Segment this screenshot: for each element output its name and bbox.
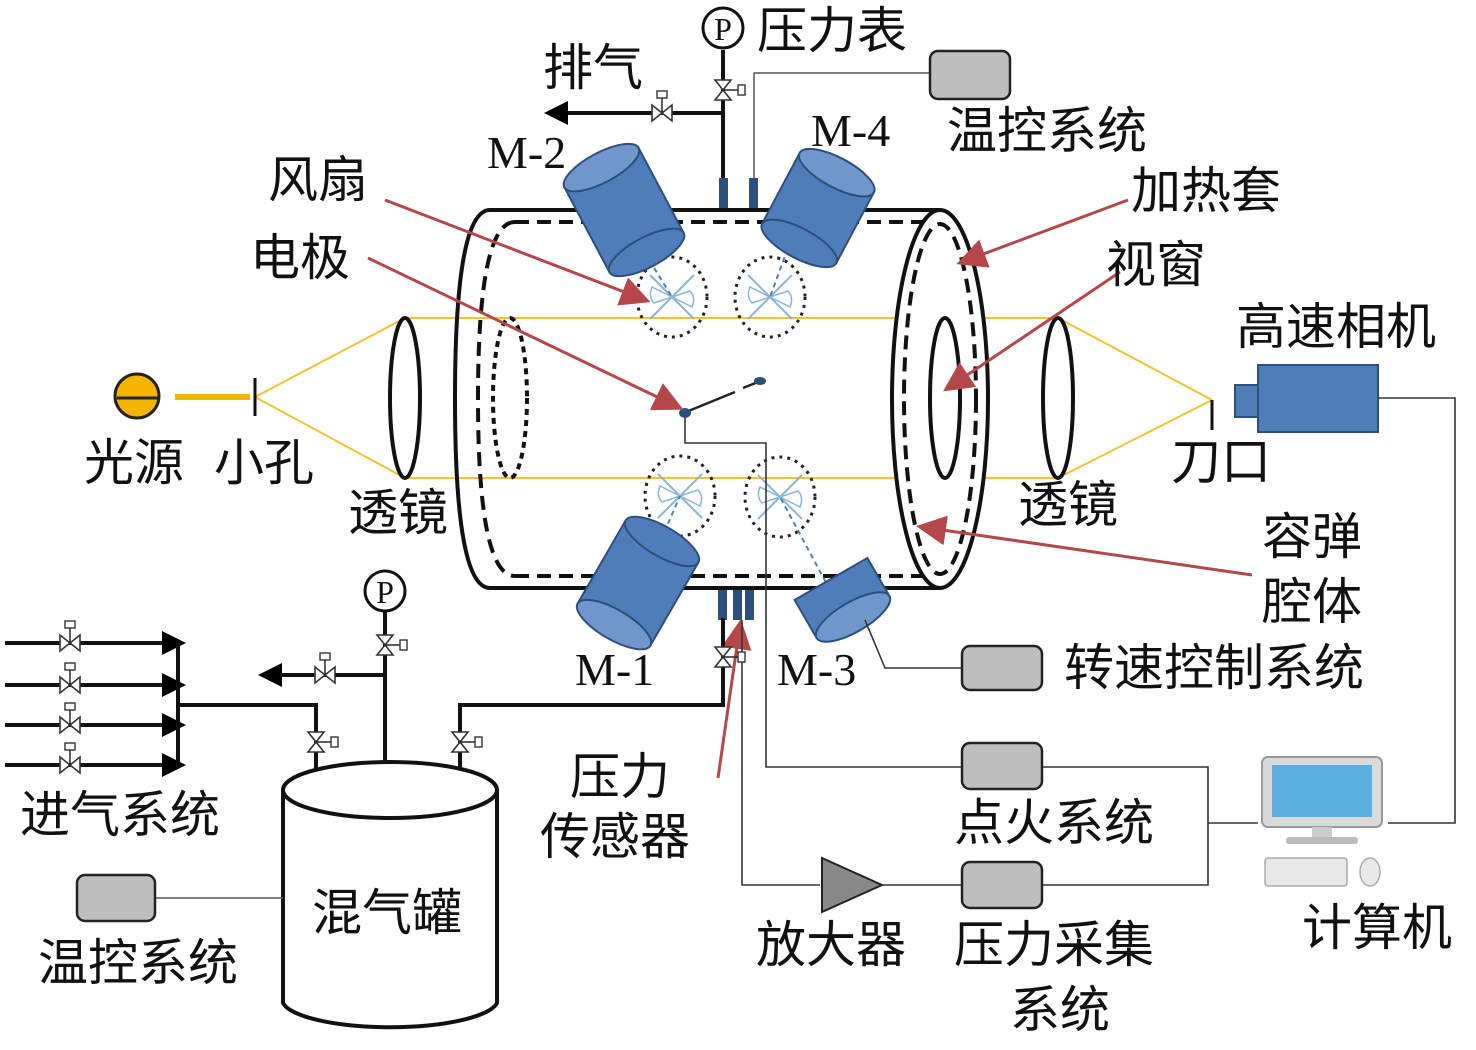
pressure-gauge-icon: P (701, 6, 745, 50)
electrode-icon (679, 377, 766, 418)
valve-icon (314, 652, 336, 684)
valve-icon (714, 646, 746, 668)
temp-control-box-top (928, 49, 1012, 101)
ignition-system-label: 点火系统 (954, 794, 1154, 852)
temp-control-wire-top (753, 72, 930, 178)
bottom-port (718, 590, 727, 620)
mixing-tank-label: 混气罐 (312, 884, 462, 942)
gauge-symbol: P (714, 11, 732, 47)
bottom-port (745, 590, 754, 620)
valve-icon (59, 742, 81, 774)
valve-icon (59, 702, 81, 734)
gauge-symbol: P (376, 574, 394, 610)
motor-label-m1: M-1 (575, 644, 655, 695)
ignition-box (960, 741, 1044, 791)
valve-icon (451, 731, 483, 753)
speed-control-box (960, 644, 1044, 692)
pressure-acq-label-line2: 系统 (1010, 981, 1110, 1039)
vessel-label-line2: 腔体 (1262, 573, 1362, 631)
pressure-gauge-label: 压力表 (757, 2, 907, 60)
temp-control-label-bottom: 温控系统 (38, 934, 238, 992)
motor-label-m4: M-4 (811, 105, 891, 156)
intake-system-label: 进气系统 (20, 786, 220, 844)
heating-jacket-label: 加热套 (1131, 162, 1281, 220)
amplifier-label: 放大器 (756, 916, 906, 974)
signal-wires (684, 397, 1456, 886)
light-source-label: 光源 (84, 434, 184, 492)
lens-right-icon (1041, 316, 1075, 480)
view-window-label: 视窗 (1106, 236, 1206, 294)
pressure-acq-label-line1: 压力采集 (954, 916, 1154, 974)
motor-label-m2: M-2 (487, 127, 567, 178)
computer-label: 计算机 (1302, 899, 1452, 957)
camera-icon (1234, 364, 1379, 433)
lens-left-icon (388, 316, 422, 480)
motor-icon-m1 (575, 515, 701, 651)
temp-control-box-bottom (75, 873, 157, 923)
amplifier-icon (821, 856, 885, 914)
motor-icon-m3 (793, 556, 892, 643)
valve-icon (307, 731, 339, 753)
motor-label-m3: M-3 (777, 644, 857, 695)
motor-icon-m4 (760, 147, 876, 269)
annotation-arrows (367, 198, 1253, 779)
vessel-label-line1: 容弹 (1262, 508, 1362, 566)
exhaust-label: 排气 (543, 39, 643, 97)
view-window-icon (928, 316, 962, 480)
lens-left-label: 透镜 (348, 484, 448, 542)
pinhole-label: 小孔 (214, 434, 314, 492)
pressure-acq-box (960, 860, 1044, 910)
high-speed-camera-label: 高速相机 (1236, 298, 1436, 356)
valve-icon (59, 662, 81, 694)
intake-lines (5, 631, 318, 790)
electrode-label: 电极 (250, 229, 350, 287)
top-port (749, 178, 758, 208)
top-port (719, 178, 728, 208)
knife-edge-label: 刀口 (1171, 433, 1271, 491)
pressure-sensor-label-line1: 压力 (570, 748, 670, 806)
speed-control-label: 转速控制系统 (1064, 639, 1364, 697)
valve-icon (376, 634, 408, 656)
light-source-icon (113, 372, 161, 420)
valve-icon (651, 90, 673, 122)
fan-label: 风扇 (268, 151, 368, 209)
pressure-gauge-icon: P (363, 569, 407, 613)
lens-right-label: 透镜 (1018, 476, 1118, 534)
temp-control-label-top: 温控系统 (947, 102, 1147, 160)
mixing-tank-icon (281, 760, 499, 1030)
valve-icon (59, 620, 81, 652)
motor-icon-m2 (562, 142, 686, 278)
valve-icon (714, 79, 746, 101)
bottom-port (733, 590, 742, 620)
vessel-body (452, 208, 990, 590)
pressure-sensor-label-line2: 传感器 (540, 808, 690, 866)
computer-icon (1261, 756, 1383, 887)
